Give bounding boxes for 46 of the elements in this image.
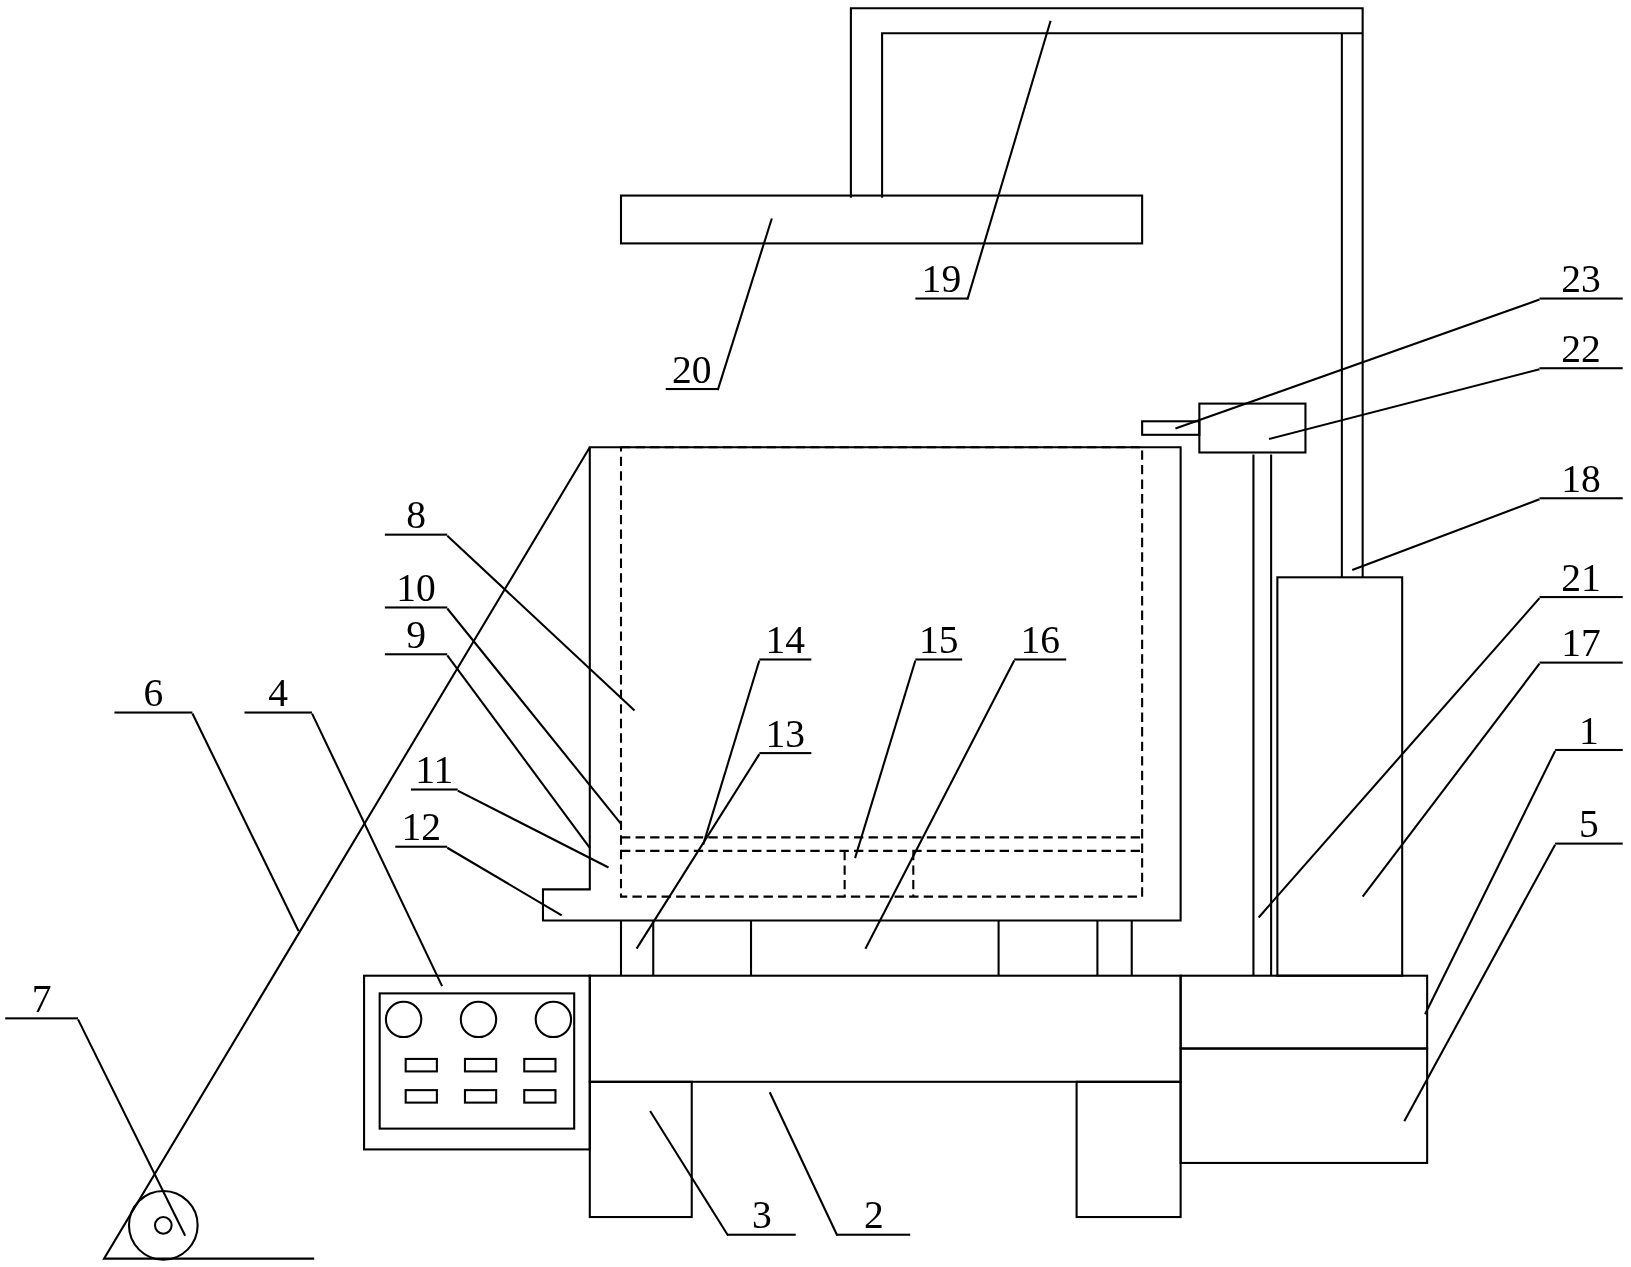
callout-number: 6 xyxy=(114,667,193,714)
callout-number: 15 xyxy=(915,614,963,661)
callout-number: 19 xyxy=(915,253,968,300)
leader-line xyxy=(649,1110,730,1237)
callout-number: 2 xyxy=(837,1190,911,1236)
callout-number: 5 xyxy=(1555,798,1623,845)
callout-number: 18 xyxy=(1539,453,1623,500)
callout-number: 9 xyxy=(384,609,448,656)
callout-number: 1 xyxy=(1555,705,1623,751)
callout-number: 17 xyxy=(1539,617,1623,664)
callout-number: 8 xyxy=(384,489,448,536)
leader-line xyxy=(1361,663,1541,898)
leader-line xyxy=(1351,498,1540,571)
leader-line xyxy=(1268,368,1540,440)
leader-line xyxy=(1175,298,1540,430)
callout-number: 16 xyxy=(1014,614,1067,661)
callout-number: 4 xyxy=(244,667,313,714)
leader-line xyxy=(446,654,591,849)
leader-line xyxy=(702,660,761,845)
callout-number: 10 xyxy=(384,562,448,609)
leader-line xyxy=(457,789,609,869)
leader-line xyxy=(716,218,773,391)
leader-line xyxy=(768,1091,839,1237)
leader-line xyxy=(864,660,1016,950)
leader-line xyxy=(1424,750,1557,1015)
callout-number: 3 xyxy=(728,1190,796,1236)
callout-number: 21 xyxy=(1539,552,1623,599)
leader-line xyxy=(191,713,300,932)
leader-line xyxy=(77,1018,187,1237)
callout-number: 12 xyxy=(395,802,448,848)
leader-line xyxy=(1257,597,1541,919)
leader-line xyxy=(966,20,1052,300)
leader-line xyxy=(635,753,761,950)
callout-number: 7 xyxy=(5,973,78,1020)
callout-number: 14 xyxy=(759,614,812,661)
leader-line xyxy=(854,660,917,859)
leader-line xyxy=(1403,844,1556,1122)
callout-number: 20 xyxy=(665,344,718,391)
leader-line xyxy=(446,846,563,917)
leader-line xyxy=(311,713,443,987)
callout-number: 22 xyxy=(1539,323,1623,370)
callout-number: 13 xyxy=(759,708,812,755)
callout-number: 11 xyxy=(410,744,458,791)
leader-line xyxy=(446,534,636,712)
leader-line xyxy=(446,607,622,825)
callout-number: 23 xyxy=(1539,253,1623,300)
